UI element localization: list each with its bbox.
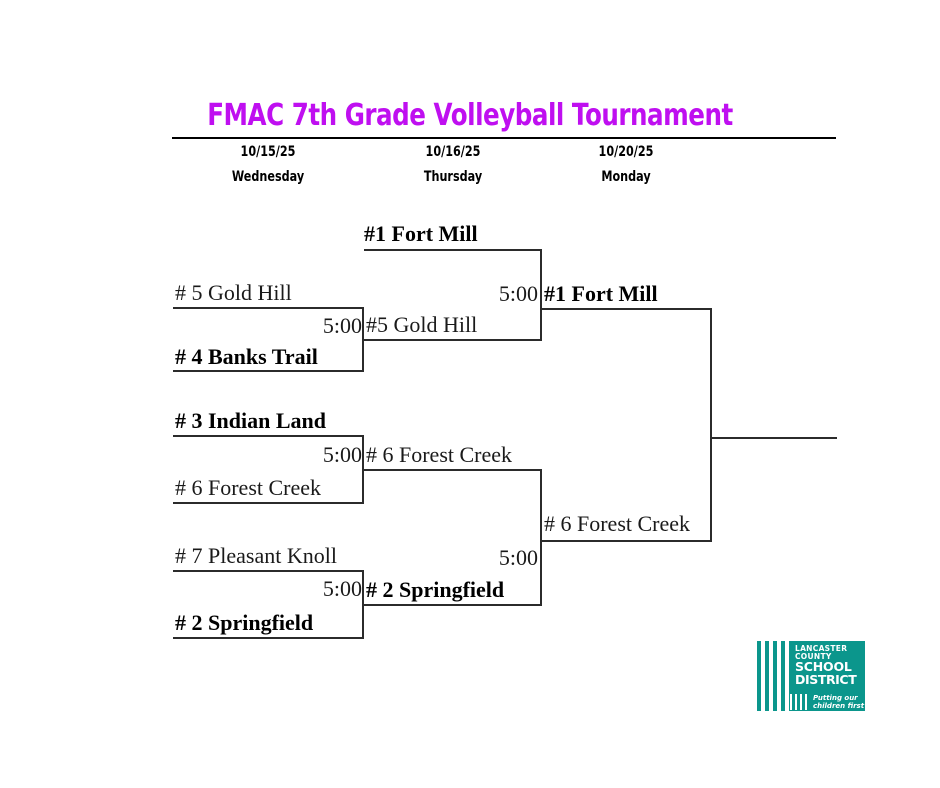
logo-wordmark: LANCASTER COUNTY SCHOOL DISTRICT [795, 644, 857, 688]
final-bottom-team: # 6 Forest Creek [544, 511, 691, 536]
logo-line-county: COUNTY [795, 651, 832, 661]
logo-tagline-bars [790, 694, 810, 710]
round2-match-a-connector [540, 249, 542, 340]
round1-match-b-top-underline [173, 307, 364, 309]
round1-match-c-top-team: # 3 Indian Land [175, 408, 327, 433]
round-2-date: 10/16/25 [425, 144, 481, 160]
round2-match-b-top-underline [364, 469, 542, 471]
logo-line-district: DISTRICT [795, 672, 857, 688]
round1-match-b-top-team: # 5 Gold Hill [175, 280, 292, 305]
round2-match-a-bottom-team: #5 Gold Hill [366, 312, 478, 337]
final-date: 10/20/25 [598, 144, 654, 160]
logo-line-lancaster: LANCASTER [795, 644, 848, 653]
round1-match-d-connector [362, 570, 364, 637]
round2-match-b-time: 5:00 [498, 545, 538, 570]
round-1-date: 10/15/25 [240, 144, 296, 160]
header-divider [172, 137, 836, 139]
round2-match-b-top-team: # 6 Forest Creek [366, 442, 513, 467]
round1-match-c-time: 5:00 [322, 442, 362, 467]
round1-match-d-time: 5:00 [322, 576, 362, 601]
round2-match-b-bottom-team: # 2 Springfield [366, 577, 505, 602]
round1-match-b-connector [362, 307, 364, 372]
logo-tagline-line2: children first [813, 702, 865, 710]
round1-match-b-bottom-underline [173, 370, 364, 372]
logo-tagline-text: Putting our children first [813, 694, 864, 710]
final-bottom-underline [542, 540, 712, 542]
round1-match-c-bottom-underline [173, 502, 364, 504]
round1-match-b-bottom-team: # 4 Banks Trail [175, 344, 318, 369]
page-title: FMAC 7th Grade Volleyball Tournament [207, 98, 733, 133]
round-1-day: Wednesday [231, 169, 305, 185]
logo-line-school: SCHOOL [795, 659, 852, 675]
round1-match-c-connector [362, 435, 364, 502]
round1-match-d-top-team: # 7 Pleasant Knoll [175, 543, 337, 568]
round-2-date-column: 10/16/25 Thursday [389, 144, 517, 185]
final-top-underline [542, 308, 712, 310]
logo-tagline-line1: Putting our [813, 694, 858, 702]
round1-match-d-top-underline [173, 570, 364, 572]
round1-match-d-bottom-underline [173, 637, 364, 639]
lancaster-county-school-district-logo: LANCASTER COUNTY SCHOOL DISTRICT Putting… [755, 641, 865, 711]
round1-match-c-top-underline [173, 435, 364, 437]
round1-match-b-time: 5:00 [322, 313, 362, 338]
round2-match-a-bottom-underline [364, 339, 542, 341]
round-2-day: Thursday [423, 169, 483, 185]
round1-match-d-bottom-team: # 2 Springfield [175, 610, 314, 635]
round2-match-b-connector [540, 469, 542, 605]
round2-match-a-time: 5:00 [498, 281, 538, 306]
round2-match-b-bottom-underline [364, 604, 542, 606]
round-1-date-column: 10/15/25 Wednesday [204, 144, 332, 185]
champion-line [710, 437, 837, 439]
final-connector [710, 308, 712, 541]
round2-match-a-top-underline [364, 249, 542, 251]
round2-match-a-top-team: #1 Fort Mill [364, 221, 478, 246]
round1-match-c-bottom-team: # 6 Forest Creek [175, 475, 322, 500]
logo-tagline-area: Putting our children first [789, 693, 865, 711]
logo-stripes [755, 641, 789, 711]
final-date-column: 10/20/25 Monday [562, 144, 690, 185]
final-day: Monday [601, 169, 651, 185]
final-top-team: #1 Fort Mill [544, 281, 658, 306]
